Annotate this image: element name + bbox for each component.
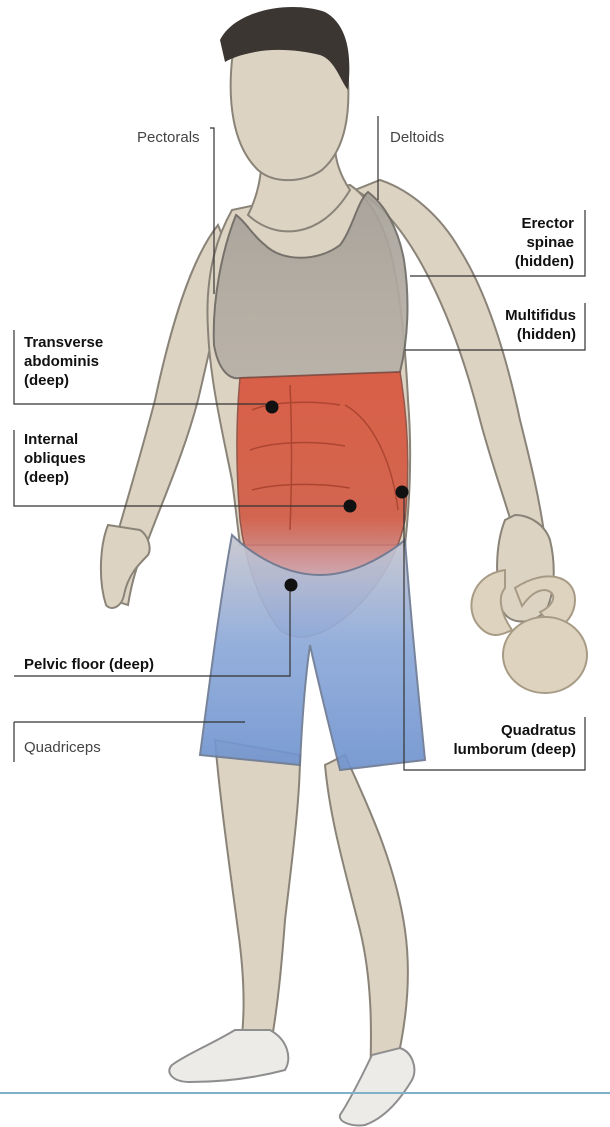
kettlebell-icon: [471, 570, 587, 693]
label-multifidus: Multifidus (hidden): [505, 306, 576, 344]
label-deltoids: Deltoids: [390, 128, 444, 147]
label-erector-spinae: Erector spinae (hidden): [515, 214, 574, 271]
marker-internal-obliques: [344, 500, 357, 513]
left-shoe: [340, 1048, 415, 1125]
right-shoe: [169, 1030, 288, 1082]
label-quadriceps: Quadriceps: [24, 738, 101, 757]
label-quadratus-lumborum: Quadratus lumborum (deep): [454, 721, 577, 759]
label-pectorals: Pectorals: [137, 128, 200, 147]
marker-transverse-abdominis: [266, 401, 279, 414]
marker-pelvic-floor: [285, 579, 298, 592]
marker-quadratus-lumborum: [396, 486, 409, 499]
label-internal-obliques: Internal obliques (deep): [24, 430, 86, 487]
label-transverse-abdominis: Transverse abdominis (deep): [24, 333, 103, 390]
label-pelvic-floor: Pelvic floor (deep): [24, 655, 154, 674]
left-hand: [497, 515, 554, 622]
left-leg: [325, 755, 408, 1080]
right-leg: [215, 740, 300, 1060]
